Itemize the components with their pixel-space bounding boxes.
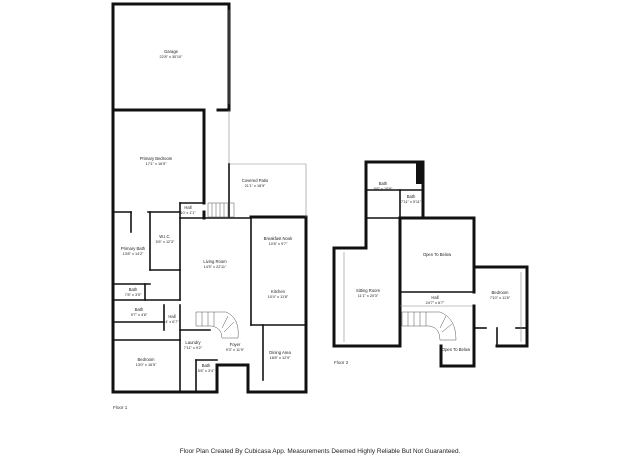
disclaimer-text: Floor Plan Created By Cubicasa App. Meas… [179, 448, 461, 455]
room-name: Kitchen [271, 289, 286, 294]
room-dims: 13'0" x 16'5" [136, 363, 157, 367]
floor-label: Floor 1 [113, 405, 128, 410]
floor-2-walls [332, 160, 529, 368]
room-dims: 17'1" x 16'5" [146, 162, 167, 166]
room-name: W.I.C. [159, 234, 170, 239]
room-dims: 5'6" x 12'3" [156, 240, 175, 244]
room-name: Open To Below [423, 252, 452, 257]
room-name: Breakfast Nook [264, 236, 294, 241]
room-name: Laundry [185, 340, 201, 345]
room-dims: 14'5" x 22'11" [204, 265, 227, 269]
room-dims: 7'10" x 11'6" [490, 296, 511, 300]
room-name: Dining Area [269, 350, 291, 355]
room-name: Hall [184, 205, 191, 210]
room-name: Bath [129, 287, 138, 292]
room-dims: 10'6" x 9'7" [269, 242, 288, 246]
room-dims: 10'4" x 11'8" [268, 295, 289, 299]
room-dims: 13'8" x 14'2" [123, 252, 144, 256]
room-dims: 10' x 1'1" [180, 211, 196, 215]
room-dims: 18'8" x 12'9" [270, 356, 291, 360]
room-dims: 11'1" x 20'3" [358, 294, 379, 298]
room-dims: 24'7" x 6'7" [426, 301, 445, 305]
room-dims: 7'11" x 5'11" [401, 200, 422, 204]
room-dims: 7'8" x 3'5" [125, 293, 142, 297]
room-name: Bath [202, 363, 211, 368]
floor-label: Floor 2 [334, 360, 349, 365]
room-name: Covered Patio [242, 178, 269, 183]
room-name: Bath [135, 307, 144, 312]
room-name: Bath [379, 181, 388, 186]
room-name: Garage [164, 49, 179, 54]
room-name: Bedroom [492, 290, 510, 295]
room-dims: 5'6" x 3'4" [198, 369, 215, 373]
room-dims: 22'8" x 30'10" [160, 55, 184, 59]
room-dims: 9'3" x 11'9" [226, 348, 245, 352]
room-name: Hall [431, 295, 438, 300]
floor-1-labels: Garage 22'8" x 30'10" Primary Bedroom 17… [113, 49, 293, 410]
room-name: Living Room [203, 259, 227, 264]
room-dims: 4' x 6'7" [165, 320, 179, 324]
room-dims: 9'6" x 15'9" [374, 187, 393, 191]
room-name: Primary Bath [121, 246, 146, 251]
floor-2-labels: Bath 9'6" x 15'9" Bath 7'11" x 5'11" Ope… [334, 181, 511, 365]
room-name: Hall [168, 314, 175, 319]
room-name: Bedroom [138, 357, 156, 362]
room-dims: 7'11" x 9'2" [184, 346, 203, 350]
room-dims: 21'1" x 18'9" [245, 184, 266, 188]
room-name: Foyer [230, 342, 241, 347]
floor-1-walls [111, 2, 308, 394]
room-dims: 9'7" x 4'8" [131, 313, 148, 317]
room-name: Bath [407, 194, 416, 199]
room-name: Sitting Room [356, 288, 380, 293]
room-name: Open To Below [442, 347, 471, 352]
room-name: Primary Bedroom [140, 156, 173, 161]
